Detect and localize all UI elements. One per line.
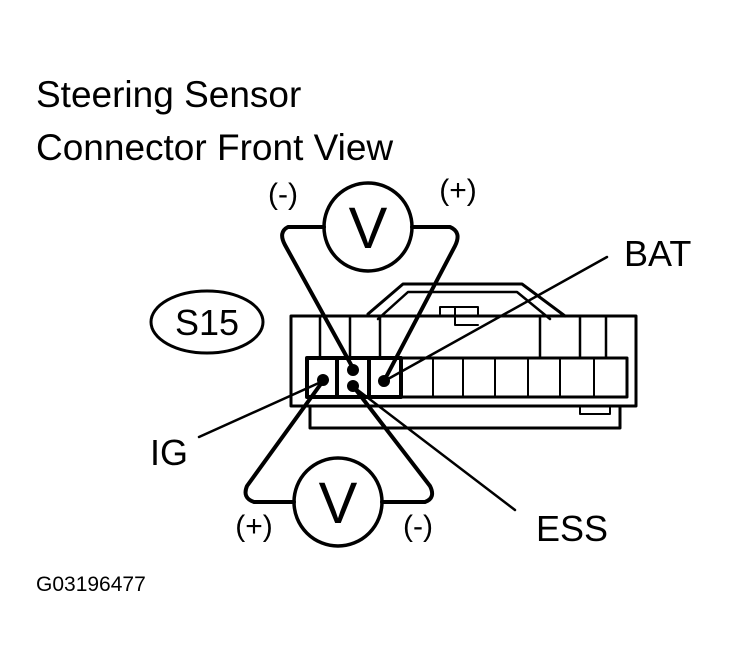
probe-lead-top-positive [382,225,460,383]
terminal-bat-point [378,375,390,387]
connector-code: S15 [175,302,239,343]
voltmeter-top-negative-label: (-) [268,178,298,211]
title-line-2: Connector Front View [36,127,393,168]
voltmeter-bottom-positive-label: (+) [235,510,273,543]
leader-bat [386,255,609,381]
probe-lead-bottom-negative [351,384,435,504]
voltmeter-top: V (-) (+) [268,174,477,273]
voltmeter-top-positive-label: (+) [439,174,477,207]
probe-lead-top-negative [280,225,356,372]
title-line-1: Steering Sensor [36,74,301,115]
figure-code: G03196477 [36,573,146,596]
voltmeter-top-symbol: V [349,196,388,261]
label-ig: IG [150,432,188,473]
terminal-top-negative-point [347,364,359,376]
voltmeter-bottom: V (+) (-) [235,456,433,548]
label-ess: ESS [536,508,608,549]
connector-housing [289,282,638,430]
voltmeter-bottom-symbol: V [319,471,358,536]
voltmeter-bottom-negative-label: (-) [403,510,433,543]
label-bat: BAT [624,233,691,274]
connector-code-badge: S15 [149,289,265,355]
leader-ig [197,380,323,439]
probe-lead-bottom-positive [243,379,325,504]
leader-ess [353,386,517,512]
